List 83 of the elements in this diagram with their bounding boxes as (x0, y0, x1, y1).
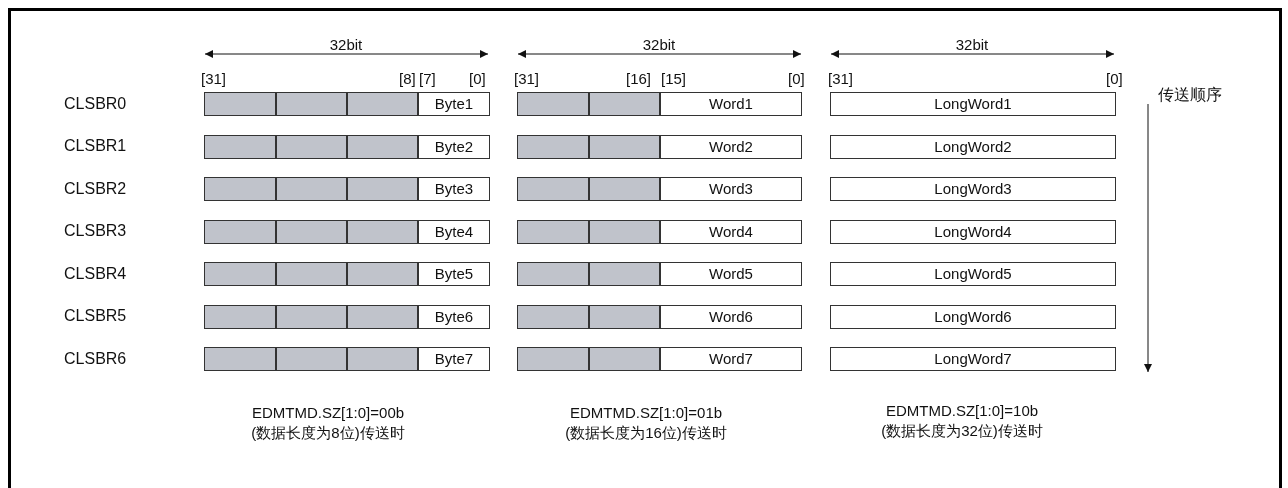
register-field: Byte1 (418, 92, 490, 116)
register-field: Byte5 (418, 262, 490, 286)
caption-text: (数据长度为8位)传送时 (251, 424, 405, 442)
register-cell (589, 347, 660, 371)
bit-index: [31] (201, 70, 227, 88)
register-field: Word3 (660, 177, 802, 201)
register-field: Byte2 (418, 134, 490, 159)
register-field: LongWord4 (830, 219, 1116, 244)
register-cell (347, 347, 418, 371)
order-label: 传送顺序 (1158, 86, 1222, 104)
register-name: CLSBR1 (64, 137, 127, 155)
register-field: LongWord6 (830, 304, 1116, 329)
register-field: Word7 (660, 347, 802, 371)
register-name: CLSBR0 (64, 95, 127, 113)
register-cell (276, 304, 347, 329)
caption-text: EDMTMD.SZ[1:0]=10b (885, 402, 1039, 420)
register-cell (517, 304, 589, 329)
register-name: CLSBR6 (64, 350, 127, 368)
caption-text: EDMTMD.SZ[1:0]=01b (569, 404, 723, 422)
register-field: LongWord1 (830, 92, 1116, 116)
bit-index: [15] (661, 70, 687, 88)
register-cell (204, 92, 276, 116)
bit-index: [31] (828, 70, 854, 88)
register-name: CLSBR4 (64, 265, 127, 283)
register-cell (276, 219, 347, 244)
caption-text: (数据长度为32位)传送时 (881, 422, 1043, 440)
register-cell (276, 134, 347, 159)
bit-index: [8] (399, 70, 416, 88)
register-cell (204, 262, 276, 286)
register-cell (589, 304, 660, 329)
register-cell (589, 262, 660, 286)
register-field: Byte6 (418, 304, 490, 329)
register-field: LongWord7 (830, 347, 1116, 371)
register-cell (204, 177, 276, 201)
register-name: CLSBR3 (64, 222, 127, 240)
register-cell (276, 347, 347, 371)
width-label: 32bit (955, 36, 989, 54)
register-field: LongWord2 (830, 134, 1116, 159)
register-cell (589, 177, 660, 201)
register-cell (347, 177, 418, 201)
width-label: 32bit (329, 36, 363, 54)
register-cell (204, 347, 276, 371)
register-cell (347, 92, 418, 116)
register-field: Byte7 (418, 347, 490, 371)
register-cell (517, 92, 589, 116)
register-field: Byte4 (418, 219, 490, 244)
bit-index: [0] (469, 70, 486, 88)
register-field: Word6 (660, 304, 802, 329)
register-cell (589, 219, 660, 244)
register-field: Word2 (660, 134, 802, 159)
bit-index: [7] (419, 70, 436, 88)
register-cell (517, 219, 589, 244)
width-label: 32bit (642, 36, 676, 54)
bit-index: [0] (788, 70, 805, 88)
register-cell (347, 134, 418, 159)
register-cell (517, 134, 589, 159)
register-cell (347, 304, 418, 329)
bit-index: [0] (1106, 70, 1123, 88)
register-field: LongWord3 (830, 177, 1116, 201)
caption-text: EDMTMD.SZ[1:0]=00b (251, 404, 405, 422)
register-cell (517, 177, 589, 201)
register-cell (347, 262, 418, 286)
register-cell (517, 262, 589, 286)
register-cell (204, 134, 276, 159)
register-cell (204, 219, 276, 244)
register-cell (276, 92, 347, 116)
register-cell (204, 304, 276, 329)
caption-text: (数据长度为16位)传送时 (565, 424, 727, 442)
register-cell (276, 262, 347, 286)
register-field: Word5 (660, 262, 802, 286)
register-field: LongWord5 (830, 262, 1116, 286)
register-field: Word4 (660, 219, 802, 244)
bit-index: [16] (626, 70, 652, 88)
register-name: CLSBR2 (64, 180, 127, 198)
register-cell (517, 347, 589, 371)
register-cell (347, 219, 418, 244)
register-cell (276, 177, 347, 201)
register-cell (589, 134, 660, 159)
register-field: Byte3 (418, 177, 490, 201)
bit-index: [31] (514, 70, 540, 88)
register-name: CLSBR5 (64, 307, 127, 325)
register-cell (589, 92, 660, 116)
register-field: Word1 (660, 92, 802, 116)
